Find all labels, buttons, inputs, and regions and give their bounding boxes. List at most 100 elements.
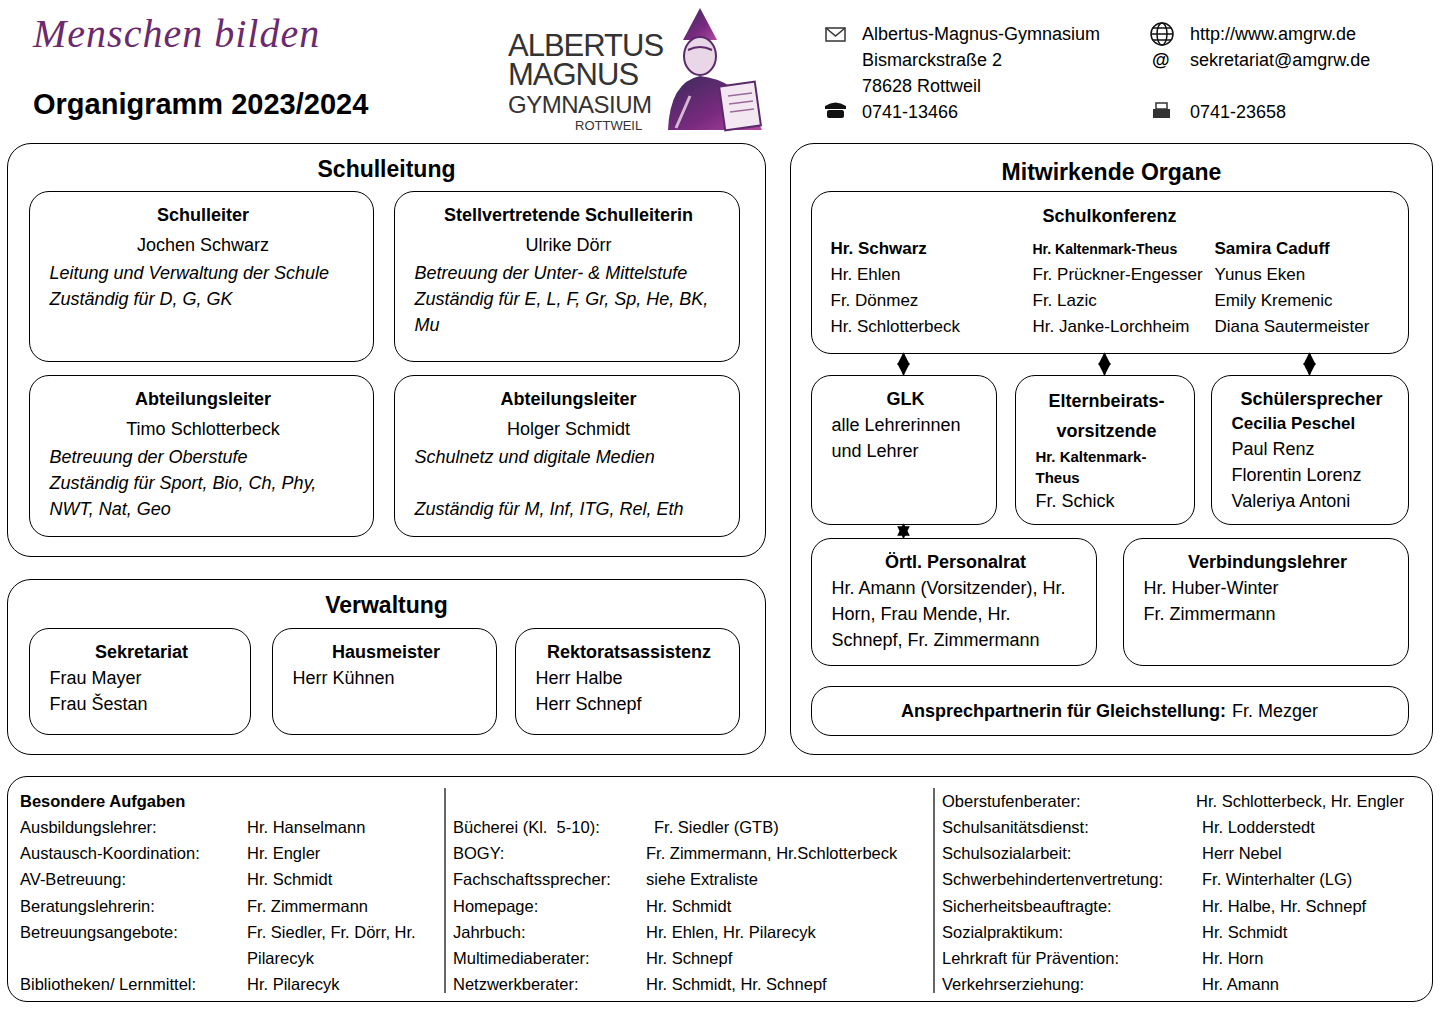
entry-text: AV-Betreuung: <box>20 866 126 892</box>
logo-text: ALBERTUS <box>508 30 663 62</box>
diagram-title: Organigramm 2023/2024 <box>33 86 368 122</box>
name-text: Jochen Schwarz <box>50 232 357 258</box>
entry-text: Verkehrserziehung: <box>942 971 1084 997</box>
name-text: Timo Schlotterbeck <box>50 416 357 442</box>
phone-number: 0741-13466 <box>862 100 958 124</box>
box-heading: Elternbeirats- vorsitzende <box>1036 386 1178 446</box>
task-text: Leitung und Verwaltung der Schule <box>50 260 357 286</box>
entry-text: Netzwerkberater: <box>453 971 579 997</box>
entry-text: Hr. Lodderstedt <box>1202 814 1315 840</box>
entry-text: Hr. Schwarz <box>831 237 927 261</box>
name-text: Hr. Amann (Vorsitzender), Hr. Horn, Frau… <box>832 575 1080 653</box>
org-box: Ansprechpartnerin für Gleichstellung:Fr.… <box>811 686 1409 736</box>
entry-text: Ausbildungslehrer: <box>20 814 157 840</box>
entry-text: Fr. Zimmermann <box>247 893 368 919</box>
box-heading: Stellvertretende Schulleiterin <box>415 202 723 228</box>
entry-text: Fr. Prückner-Engesser <box>1033 263 1203 287</box>
entry-text: Fachschaftssprecher: <box>453 866 611 892</box>
box-heading: Verbindungslehrer <box>1144 549 1392 575</box>
name-text: Frau Mayer <box>50 665 234 691</box>
entry-text: Hr. Engler <box>247 840 320 866</box>
org-box: SchülersprecherCecilia PeschelPaul RenzF… <box>1211 375 1409 525</box>
entry-text: Hr. Schmidt <box>646 893 731 919</box>
org-box: RektoratsassistenzHerr HalbeHerr Schnepf <box>515 628 740 735</box>
entry-text: Samira Caduff <box>1215 237 1330 261</box>
panel-heading: Verwaltung <box>8 591 765 619</box>
entry-text: Hr. Ehlen, Hr. Pilarecyk <box>646 919 816 945</box>
entry-text: Bücherei (Kl. 5-10): <box>453 814 600 840</box>
task-text: Betreuung der Unter- & Mittelstufe <box>415 260 723 286</box>
name-text: Herr Kühnen <box>293 665 480 691</box>
entry-text: Schulsanitätsdienst: <box>942 814 1089 840</box>
name-text: Fr. Schick <box>1036 488 1178 514</box>
box-heading: GLK <box>832 386 980 412</box>
box-heading: Sekretariat <box>50 639 234 665</box>
name-text: Paul Renz <box>1232 436 1392 462</box>
entry-text: Hr. Schmidt <box>1202 919 1287 945</box>
entry-text: Betreuungsangebote: <box>20 919 178 945</box>
box-heading: Hausmeister <box>293 639 480 665</box>
phone-icon <box>825 103 846 119</box>
entry-text: Fr. Winterhalter (LG) <box>1202 866 1352 892</box>
org-box: SekretariatFrau MayerFrau Šestan <box>29 628 251 735</box>
email-symbol: @ <box>1152 48 1170 72</box>
entry-text: siehe Extraliste <box>646 866 758 892</box>
task-text: Zuständig für D, G, GK <box>50 286 357 312</box>
section-heading: Besondere Aufgaben <box>20 788 185 814</box>
name-text: Ulrike Dörr <box>415 232 723 258</box>
entry-text: Hr. Schmidt <box>247 866 332 892</box>
entry-text: Yunus Eken <box>1215 263 1306 287</box>
address-line: 78628 Rottweil <box>862 74 981 98</box>
panel-heading: Schulleitung <box>8 155 765 183</box>
address-line: Albertus-Magnus-Gymnasium <box>862 22 1100 46</box>
org-box: Besondere AufgabenAusbildungslehrer: Hr. … <box>7 776 1433 1002</box>
entry-text: Sicherheitsbeauftragte: <box>942 893 1112 919</box>
name-text: Hr. Huber-Winter <box>1144 575 1392 601</box>
entry-text: Herr Nebel <box>1202 840 1282 866</box>
entry-text: Beratungslehrerin: <box>20 893 155 919</box>
org-box: Örtl. PersonalratHr. Amann (Vorsitzender… <box>811 538 1097 666</box>
entry-text: Hr. Ehlen <box>831 263 901 287</box>
connector-arrow <box>1309 354 1311 375</box>
logo-text: MAGNUS <box>508 59 638 91</box>
entry-text: Austausch-Koordination: <box>20 840 200 866</box>
entry-text: Jahrbuch: <box>453 919 525 945</box>
globe-icon <box>1151 23 1173 45</box>
name-text: alle Lehrerinnen und Lehrer <box>832 412 980 464</box>
org-box: Stellvertretende SchulleiterinUlrike Dör… <box>394 191 740 362</box>
entry-text: Schulsozialarbeit: <box>942 840 1071 866</box>
entry-text: Diana Sautermeister <box>1215 315 1370 339</box>
logo-figure <box>668 8 762 130</box>
entry-text: Fr. Siedler, Fr. Dörr, Hr. Pilarecyk <box>247 919 432 971</box>
entry-text: Fr. Zimmermann, Hr.Schlotterbeck <box>646 840 897 866</box>
connector-arrow <box>903 354 905 375</box>
entry-text: Hr. Schnepf <box>646 945 732 971</box>
entry-text: Fr. Siedler (GTB) <box>654 814 779 840</box>
name-text: Hr. Kaltenmark-Theus <box>1036 446 1178 488</box>
box-heading: Schülersprecher <box>1232 386 1392 412</box>
name-text: Holger Schmidt <box>415 416 723 442</box>
connector-arrow <box>903 525 905 538</box>
box-heading: Abteilungsleiter <box>415 386 723 412</box>
box-heading: Schulleiter <box>50 202 357 228</box>
name-text: Fr. Mezger <box>1232 698 1318 724</box>
entry-text: Hr. Horn <box>1202 945 1263 971</box>
entry-text: Oberstufenberater: <box>942 788 1081 814</box>
entry-text: Multimediaberater: <box>453 945 590 971</box>
entry-text: Fr. Dönmez <box>831 289 919 313</box>
box-heading: Abteilungsleiter <box>50 386 357 412</box>
entry-text: Hr. Schlotterbeck <box>831 315 960 339</box>
box-heading: Rektoratsassistenz <box>536 639 723 665</box>
task-text: Zuständig für E, L, F, Gr, Sp, He, BK, M… <box>415 286 723 338</box>
panel-heading: Mitwirkende Organe <box>791 158 1432 186</box>
entry-text: Hr. Halbe, Hr. Schnepf <box>1202 893 1366 919</box>
org-box: SchulkonferenzHr. SchwarzHr. EhlenFr. Dö… <box>811 191 1409 354</box>
entry-text: Schwerbehindertenvertretung: <box>942 866 1163 892</box>
fax-icon <box>1153 103 1170 118</box>
name-text: Florentin Lorenz <box>1232 462 1392 488</box>
entry-text: Hr. Janke-Lorchheim <box>1033 315 1190 339</box>
group-panel: VerwaltungSekretariatFrau MayerFrau Šest… <box>7 579 766 755</box>
column-divider <box>444 788 445 993</box>
entry-text: Bibliotheken/ Lernmittel: <box>20 971 196 997</box>
entry-text: BOGY: <box>453 840 504 866</box>
